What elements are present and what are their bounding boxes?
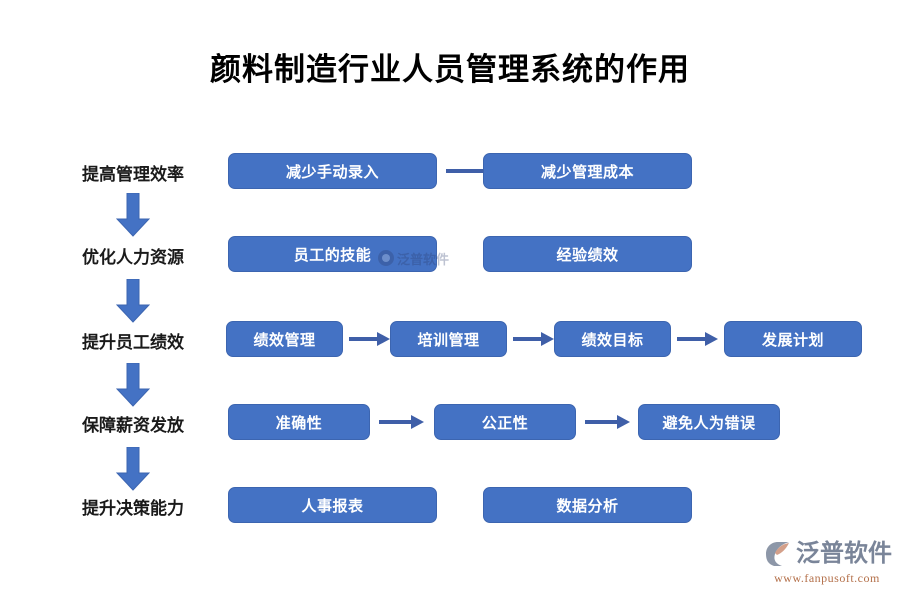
brand-url: www.fanpusoft.com [774,571,880,585]
right-arrow-3-2 [513,328,555,350]
process-box-4-2[interactable]: 公正性 [434,404,576,440]
process-box-4-1[interactable]: 准确性 [228,404,370,440]
process-box-1-2[interactable]: 减少管理成本 [483,153,692,189]
right-arrow-3-1 [349,328,391,350]
process-box-2-1[interactable]: 员工的技能 [228,236,437,272]
stage-label-1: 提高管理效率 [82,165,184,184]
process-box-3-2[interactable]: 培训管理 [390,321,507,357]
stage-label-3: 提升员工绩效 [82,333,184,352]
process-box-3-3[interactable]: 绩效目标 [554,321,671,357]
down-arrow-4 [116,447,150,491]
process-box-3-1[interactable]: 绩效管理 [226,321,343,357]
fanpu-logo-icon [762,539,792,569]
right-arrow-4-1 [379,411,425,433]
process-box-4-3[interactable]: 避免人为错误 [638,404,780,440]
page-title: 颜料制造行业人员管理系统的作用 [210,52,690,87]
brand-logo: 泛普软件 www.fanpusoft.com [762,538,892,590]
process-box-2-2[interactable]: 经验绩效 [483,236,692,272]
right-arrow-3-3 [677,328,719,350]
process-box-5-1[interactable]: 人事报表 [228,487,437,523]
down-arrow-2 [116,279,150,323]
stage-label-5: 提升决策能力 [82,499,184,518]
process-box-3-4[interactable]: 发展计划 [724,321,862,357]
right-arrow-4-2 [585,411,631,433]
stage-label-4: 保障薪资发放 [82,416,184,435]
stage-label-2: 优化人力资源 [82,248,184,267]
brand-name: 泛普软件 [796,540,892,567]
process-box-5-2[interactable]: 数据分析 [483,487,692,523]
process-box-1-1[interactable]: 减少手动录入 [228,153,437,189]
brand-logo-row: 泛普软件 [762,538,892,570]
down-arrow-1 [116,193,150,237]
down-arrow-3 [116,363,150,407]
